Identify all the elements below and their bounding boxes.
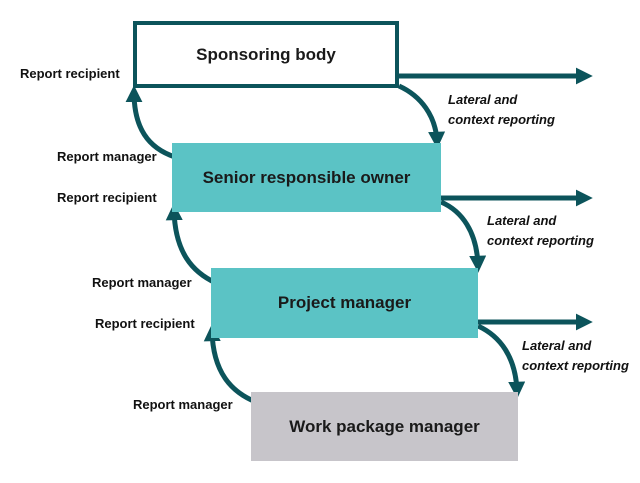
label-lateral-context-reporting-3-line1: Lateral and <box>522 338 592 353</box>
label-lateral-context-reporting-2-line2: context reporting <box>487 233 594 248</box>
box-senior-responsible-owner-label: Senior responsible owner <box>202 167 411 187</box>
box-work-package-manager-label: Work package manager <box>289 416 480 436</box>
context-arrow-sponsoring-body-to-sro <box>397 83 446 149</box>
box-sponsoring-body-label: Sponsoring body <box>196 44 336 64</box>
label-report-manager-wpm: Report manager <box>133 397 233 412</box>
label-lateral-context-reporting-2: Lateral and context reporting <box>487 211 594 251</box>
label-report-manager-pm: Report manager <box>92 275 192 290</box>
label-lateral-context-reporting-1-line2: context reporting <box>448 112 555 127</box>
label-report-recipient-sponsoring-body: Report recipient <box>20 66 120 81</box>
label-lateral-context-reporting-1-line1: Lateral and <box>448 92 518 107</box>
report-arrow-pm-to-sro <box>165 203 218 286</box>
box-sponsoring-body: Sponsoring body <box>133 21 399 88</box>
label-lateral-context-reporting-1: Lateral and context reporting <box>448 90 555 130</box>
report-arrow-wpm-to-pm <box>203 324 257 405</box>
context-arrow-sro-to-pm <box>439 199 487 273</box>
label-lateral-context-reporting-2-line1: Lateral and <box>487 213 557 228</box>
context-arrow-pm-to-wpm <box>476 323 526 399</box>
box-project-manager: Project manager <box>211 268 478 338</box>
label-report-recipient-pm: Report recipient <box>95 316 195 331</box>
label-report-manager-sro: Report manager <box>57 149 157 164</box>
box-project-manager-label: Project manager <box>277 293 412 312</box>
box-work-package-manager: Work package manager <box>251 392 518 461</box>
label-report-recipient-sro: Report recipient <box>57 190 157 205</box>
label-lateral-context-reporting-3-line2: context reporting <box>522 358 629 373</box>
box-senior-responsible-owner: Senior responsible owner <box>172 143 441 212</box>
report-arrow-sro-to-sponsoring-body <box>125 85 176 160</box>
label-lateral-context-reporting-3: Lateral and context reporting <box>522 336 629 376</box>
